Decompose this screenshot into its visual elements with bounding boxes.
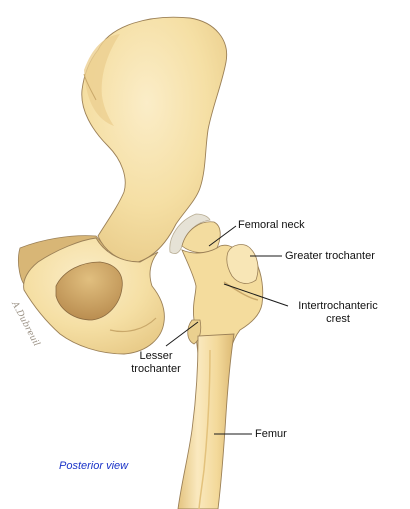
leader-femoral-neck bbox=[208, 225, 237, 247]
acetabular-rim bbox=[169, 213, 211, 254]
greater-trochanter bbox=[226, 244, 259, 284]
leader-lesser-trochanter bbox=[165, 321, 199, 347]
label-lesser-trochanter-line2: trochanter bbox=[131, 363, 181, 375]
ilium bbox=[81, 16, 228, 263]
view-caption: Posterior view bbox=[59, 460, 129, 472]
lesser-trochanter bbox=[187, 319, 202, 345]
label-intertrochanteric-crest: Intertrochanteric crest bbox=[289, 300, 387, 326]
iliac-tubercle bbox=[83, 73, 97, 101]
label-intertrochanteric-crest-line2: crest bbox=[326, 313, 350, 325]
linea-aspera bbox=[198, 349, 211, 509]
label-intertrochanteric-crest-line1: Intertrochanteric bbox=[298, 300, 378, 312]
obturator-foramen bbox=[55, 261, 123, 321]
label-femoral-neck: Femoral neck bbox=[238, 219, 305, 231]
intertrochanteric-crest bbox=[223, 281, 259, 301]
leader-intertrochanteric-crest bbox=[223, 283, 289, 307]
iliac-wing-contour bbox=[84, 34, 120, 126]
leader-lines bbox=[165, 225, 289, 435]
label-lesser-trochanter-line1: Lesser bbox=[139, 350, 173, 362]
label-lesser-trochanter: Lesser trochanter bbox=[124, 350, 188, 376]
label-greater-trochanter: Greater trochanter bbox=[285, 250, 375, 262]
ischial-tuberosity bbox=[109, 317, 157, 333]
label-femur: Femur bbox=[255, 428, 287, 440]
